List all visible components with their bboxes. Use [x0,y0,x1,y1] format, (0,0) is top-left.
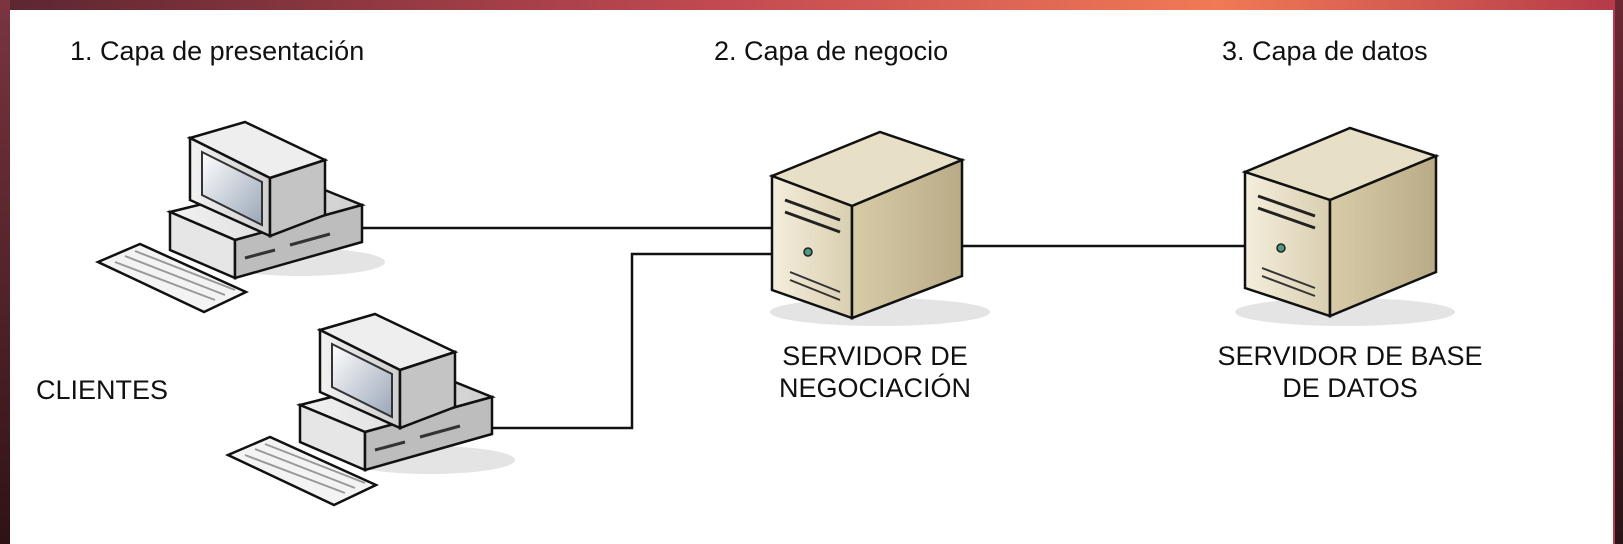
db-server-label: SERVIDOR DE BASE DE DATOS [1160,340,1540,404]
business-server-label-line1: SERVIDOR DE [782,341,968,371]
business-server-icon [768,130,990,326]
database-server-icon [1235,126,1455,326]
client-computer-icon-1 [94,120,385,314]
layer-heading-business: 2. Capa de negocio [714,36,949,66]
slide-left-border [0,0,10,544]
db-server-label-line1: SERVIDOR DE BASE [1217,341,1483,371]
layer-heading-presentation: 1. Capa de presentación [70,36,365,66]
link-client2-business [488,252,780,430]
slide-right-border [1615,0,1623,544]
db-server-label-line2: DE DATOS [1282,373,1418,403]
clients-label: CLIENTES [36,375,169,405]
layer-heading-data: 3. Capa de datos [1222,36,1428,66]
business-server-label-line2: NEGOCIACIÓN [778,373,972,403]
client-computer-icon-2 [224,312,515,507]
connection-lines [360,226,1254,430]
business-server-label: SERVIDOR DE NEGOCIACIÓN [740,340,1010,404]
